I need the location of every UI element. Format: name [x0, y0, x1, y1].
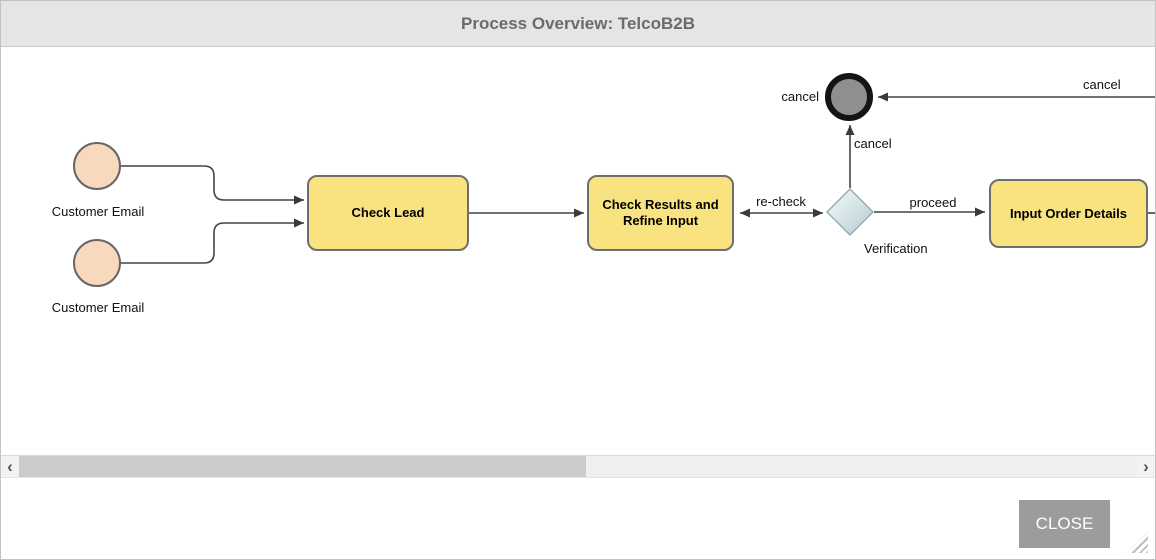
start-event-label: Customer Email — [51, 300, 145, 315]
gateway-label: Verification — [864, 241, 928, 256]
scrollbar-thumb[interactable] — [19, 456, 586, 477]
start-event-label: Customer Email — [51, 204, 145, 219]
flow-label-recheck: re-check — [756, 194, 806, 209]
scroll-left-button[interactable]: ‹ — [1, 456, 19, 477]
flow-label-cancel-vertical: cancel — [854, 136, 892, 151]
diagram-connectors — [120, 92, 1155, 264]
diagram-canvas: Customer Email Customer Email Check Lead… — [1, 47, 1155, 455]
horizontal-scrollbar[interactable]: ‹ › — [1, 455, 1155, 478]
task-label: Input Order Details — [1009, 205, 1128, 221]
flow-label-proceed: proceed — [909, 195, 957, 210]
end-event-cancel — [825, 73, 873, 121]
dialog-title: Process Overview: TelcoB2B — [460, 13, 695, 33]
flow-start1-to-check-lead — [120, 165, 304, 205]
task-check-lead: Check Lead — [307, 175, 469, 251]
flow-start2-to-check-lead — [120, 218, 304, 264]
flow-label-cancel-right: cancel — [1083, 77, 1121, 92]
resize-handle-icon[interactable] — [1127, 532, 1148, 553]
end-event-label: cancel — [781, 89, 819, 104]
start-event-customer-email-2 — [73, 239, 121, 287]
task-label: Check Results and Refine Input — [602, 197, 719, 228]
gateway-verification — [826, 188, 874, 236]
task-check-results: Check Results and Refine Input — [587, 175, 734, 251]
scroll-right-button[interactable]: › — [1137, 456, 1155, 477]
task-label: Check Lead — [351, 205, 425, 220]
dialog-titlebar[interactable]: Process Overview: TelcoB2B — [1, 1, 1155, 47]
task-input-order-details: Input Order Details — [989, 179, 1148, 248]
start-event-customer-email-1 — [73, 142, 121, 190]
close-button[interactable]: CLOSE — [1019, 500, 1110, 548]
dialog-footer: CLOSE — [1, 478, 1155, 559]
